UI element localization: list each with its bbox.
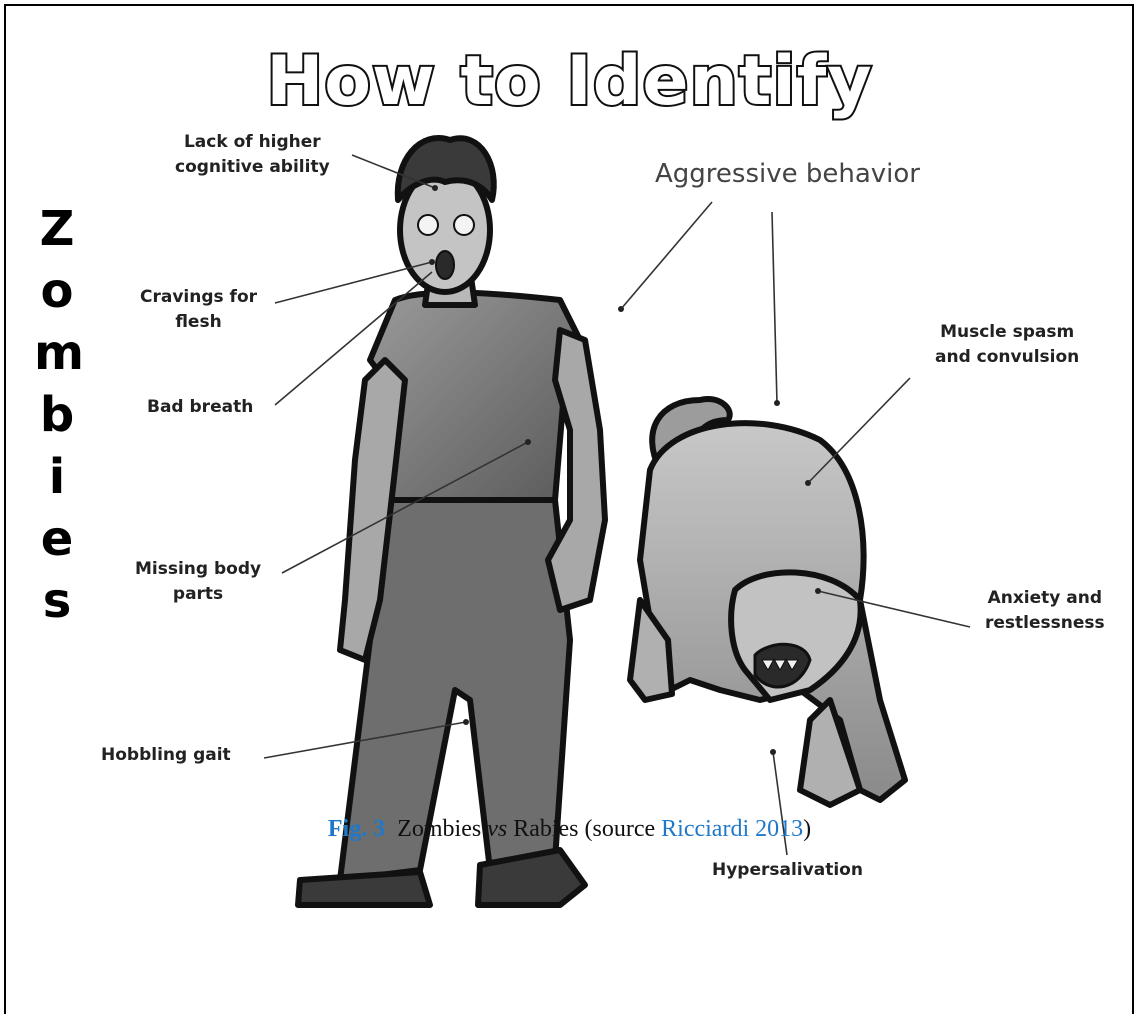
caption-text: Zombies: [397, 816, 487, 842]
label-cravings: Cravings for flesh: [140, 285, 257, 335]
leader-dot: [429, 259, 435, 265]
figure-caption: Fig. 3 Zombies vs Rabies (source Ricciard…: [0, 816, 1139, 843]
leader-dot: [805, 480, 811, 486]
label-bad-breath: Bad breath: [147, 395, 253, 420]
leader-dot: [774, 400, 780, 406]
label-muscle-spasm: Muscle spasm and convulsion: [935, 320, 1079, 370]
label-cognitive: Lack of higher cognitive ability: [175, 130, 330, 180]
leader-dot: [525, 439, 531, 445]
label-hypersalivation: Hypersalivation: [712, 858, 863, 883]
leader-line-aggressive-dog: [772, 212, 777, 403]
label-hobbling-gait: Hobbling gait: [101, 743, 231, 768]
leader-line-muscle: [808, 378, 910, 483]
caption-text: Rabies (source: [507, 816, 661, 842]
leader-dot: [815, 588, 821, 594]
zombie-left-shoe: [298, 872, 430, 905]
zombie-eye: [454, 215, 474, 235]
label-missing-body-parts: Missing body parts: [135, 557, 261, 607]
leader-dot: [618, 306, 624, 312]
leader-dot: [432, 185, 438, 191]
caption-text: ): [803, 816, 811, 842]
leader-dot: [770, 749, 776, 755]
label-aggressive-behavior: Aggressive behavior: [655, 162, 920, 187]
zombie-illustration: [298, 138, 605, 905]
leader-dot: [463, 719, 469, 725]
caption-figure-number: Fig. 3: [328, 816, 385, 842]
label-anxiety: Anxiety and restlessness: [985, 586, 1105, 636]
dog-teeth: [762, 659, 798, 670]
zombie-mouth: [436, 251, 454, 279]
leader-line-aggressive-zombie: [621, 202, 712, 309]
caption-vs: vs: [487, 816, 507, 842]
zombie-eye: [418, 215, 438, 235]
caption-citation-link[interactable]: Ricciardi 2013: [661, 816, 803, 842]
